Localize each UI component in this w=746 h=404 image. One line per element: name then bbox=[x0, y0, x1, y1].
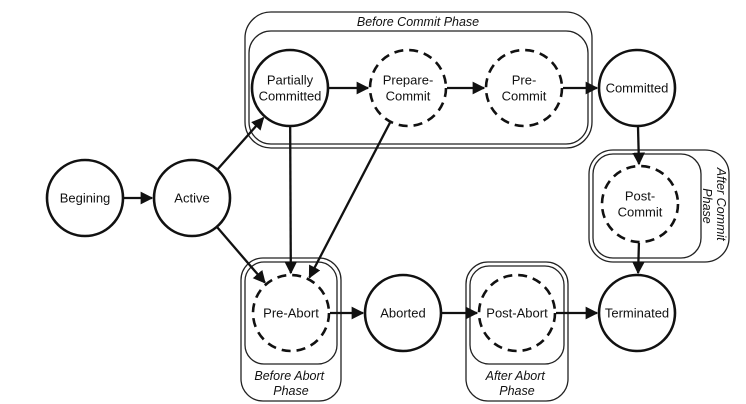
state-pre-commit-circle bbox=[484, 48, 564, 128]
state-aborted-label: Aborted bbox=[380, 306, 426, 321]
state-committed-circle bbox=[597, 48, 677, 128]
arrow-active-to-pre-abort bbox=[216, 226, 266, 284]
state-begining-label: Begining bbox=[60, 191, 111, 206]
state-post-abort-circle bbox=[477, 273, 557, 353]
state-prepare-commit-circle bbox=[368, 48, 448, 128]
state-committed-label: Committed bbox=[606, 81, 669, 96]
state-pre-commit: Pre-Commit bbox=[484, 48, 564, 128]
state-active-label: Active bbox=[174, 191, 209, 206]
state-partially-committed-circle bbox=[250, 48, 330, 128]
state-begining-circle bbox=[45, 158, 125, 238]
state-prepare-commit: Prepare-Commit bbox=[368, 48, 448, 128]
state-active-circle bbox=[152, 158, 232, 238]
state-prepare-commit-label: Prepare-Commit bbox=[383, 73, 434, 104]
state-pre-abort: Pre-Abort bbox=[251, 273, 331, 353]
state-aborted: Aborted bbox=[363, 273, 443, 353]
state-pre-abort-circle bbox=[251, 273, 331, 353]
after-commit-phase-label: After Commit Phase bbox=[700, 167, 728, 244]
arrow-post-commit-to-terminated bbox=[632, 242, 645, 275]
state-pre-abort-label: Pre-Abort bbox=[263, 306, 319, 321]
state-terminated-circle bbox=[597, 273, 677, 353]
state-post-commit-label: Post-Commit bbox=[618, 189, 663, 220]
state-pre-commit-label: Pre-Commit bbox=[502, 73, 547, 104]
state-post-commit: Post-Commit bbox=[600, 164, 680, 244]
before-abort-phase-label: Before Abort Phase bbox=[254, 369, 327, 398]
state-post-commit-circle bbox=[600, 164, 680, 244]
before-commit-phase-label: Before Commit Phase bbox=[357, 15, 479, 29]
state-aborted-circle bbox=[363, 273, 443, 353]
arrow-committed-to-post-commit bbox=[632, 126, 645, 166]
state-post-abort-label: Post-Abort bbox=[486, 306, 548, 321]
transition-arrows bbox=[124, 81, 645, 320]
state-post-abort: Post-Abort bbox=[477, 273, 557, 353]
after-abort-phase-label: After Abort Phase bbox=[485, 369, 549, 398]
state-terminated: Terminated bbox=[597, 273, 677, 353]
arrow-prepare-commit-to-pre-abort bbox=[308, 122, 392, 279]
state-terminated-label: Terminated bbox=[605, 306, 669, 321]
arrow-active-to-partially-committed bbox=[217, 116, 265, 170]
arrow-partially-committed-to-pre-abort bbox=[284, 126, 298, 275]
state-active: Active bbox=[152, 158, 232, 238]
state-begining: Begining bbox=[45, 158, 125, 238]
state-committed: Committed bbox=[597, 48, 677, 128]
